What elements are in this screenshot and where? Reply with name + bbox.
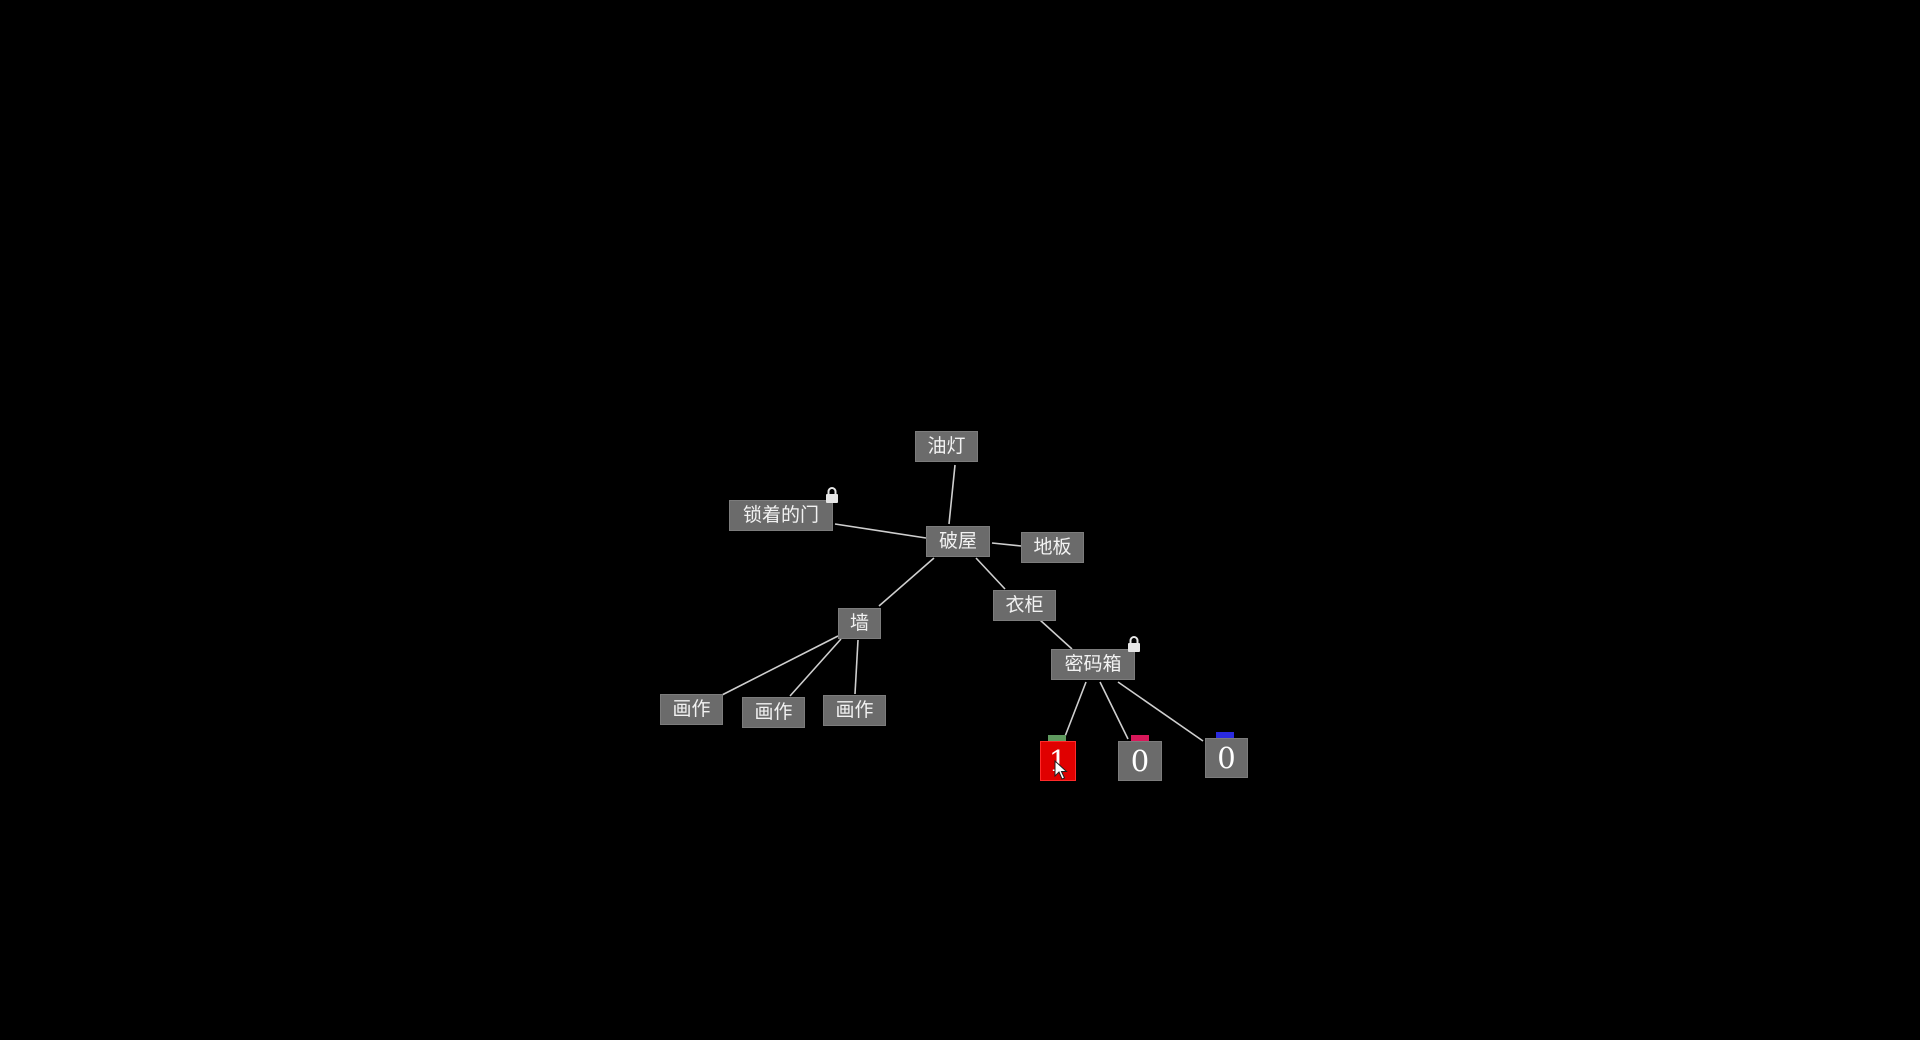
- digit-3-color-tag: [1216, 732, 1234, 743]
- combination-digit-3[interactable]: 0: [1205, 738, 1248, 778]
- node-lamp[interactable]: 油灯: [915, 431, 978, 462]
- link-wall-painting-2: [789, 638, 842, 697]
- link-codebox-digit-2: [1099, 681, 1129, 740]
- node-hut[interactable]: 破屋: [926, 526, 990, 557]
- node-painting-3[interactable]: 画作: [823, 695, 886, 726]
- link-hut-wall: [878, 557, 935, 607]
- link-codebox-digit-1: [1063, 681, 1087, 740]
- lock-icon: [1128, 636, 1140, 652]
- node-floor[interactable]: 地板: [1021, 532, 1084, 563]
- combination-digit-2[interactable]: 0: [1118, 741, 1162, 781]
- node-painting-1[interactable]: 画作: [660, 694, 723, 725]
- node-wall[interactable]: 墙: [838, 608, 881, 639]
- digit-2-color-tag: [1131, 735, 1149, 746]
- combination-digit-1[interactable]: 1: [1040, 741, 1076, 781]
- link-wall-painting-1: [721, 635, 839, 696]
- link-wardrobe-codebox: [1039, 619, 1073, 650]
- link-hut-locked-door: [834, 523, 927, 539]
- link-wall-painting-3: [854, 639, 859, 695]
- lock-icon: [826, 487, 838, 503]
- node-painting-2[interactable]: 画作: [742, 697, 805, 728]
- node-locked-door[interactable]: 锁着的门: [729, 500, 833, 531]
- digit-1-color-tag: [1048, 735, 1066, 746]
- node-code-box[interactable]: 密码箱: [1051, 649, 1135, 680]
- link-hut-lamp: [948, 464, 956, 525]
- link-hut-wardrobe: [975, 557, 1006, 590]
- mouse-cursor-icon: [1054, 760, 1068, 780]
- link-hut-floor: [991, 542, 1022, 547]
- link-codebox-digit-3: [1117, 681, 1204, 742]
- node-wardrobe[interactable]: 衣柜: [993, 590, 1056, 621]
